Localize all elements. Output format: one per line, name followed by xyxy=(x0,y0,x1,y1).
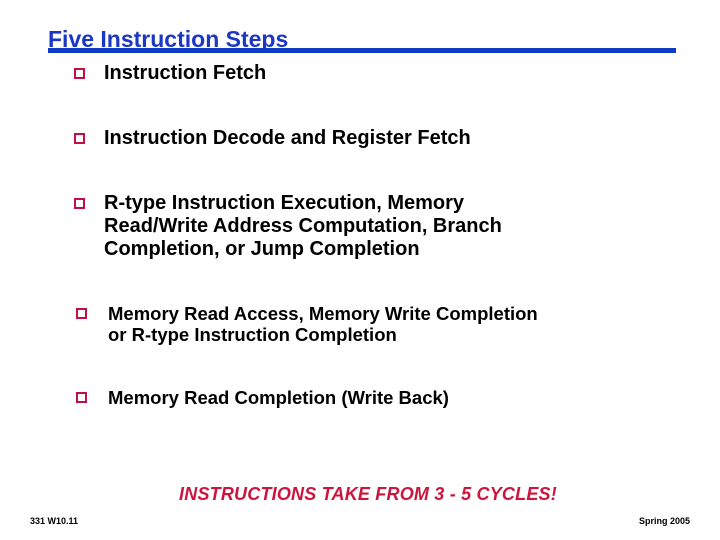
list-item: Memory Read Access, Memory Write Complet… xyxy=(0,303,720,345)
callout-text: INSTRUCTIONS TAKE FROM 3 - 5 CYCLES! xyxy=(179,484,557,504)
list-item-label: Instruction Decode and Register Fetch xyxy=(104,127,471,149)
slide-footer: 331 W10.11 Spring 2005 xyxy=(0,516,720,532)
list-item: R-type Instruction Execution, Memory Rea… xyxy=(0,192,720,261)
list-item: Memory Read Completion (Write Back) xyxy=(0,387,720,408)
list-item-label: Memory Read Access, Memory Write Complet… xyxy=(108,303,538,345)
list-item-label: Memory Read Completion (Write Back) xyxy=(108,387,449,408)
page-title: Five Instruction Steps xyxy=(48,26,289,52)
title-underline-rule xyxy=(48,48,676,53)
hollow-square-bullet-icon xyxy=(76,392,87,403)
footer-course-code: 331 W10.11 xyxy=(30,516,79,526)
hollow-square-bullet-icon xyxy=(76,308,87,319)
hollow-square-bullet-icon xyxy=(74,198,85,209)
callout-banner: INSTRUCTIONS TAKE FROM 3 - 5 CYCLES! xyxy=(0,484,720,505)
list-item-label: R-type Instruction Execution, Memory Rea… xyxy=(104,192,502,260)
hollow-square-bullet-icon xyxy=(74,68,85,79)
footer-term: Spring 2005 xyxy=(638,516,690,526)
list-item: Instruction Fetch xyxy=(0,62,720,85)
title-block: Five Instruction Steps xyxy=(48,26,688,60)
list-item: Instruction Decode and Register Fetch xyxy=(0,127,720,150)
bullet-list: Instruction Fetch Instruction Decode and… xyxy=(0,62,720,408)
list-item-label: Instruction Fetch xyxy=(104,62,267,84)
hollow-square-bullet-icon xyxy=(74,133,85,144)
